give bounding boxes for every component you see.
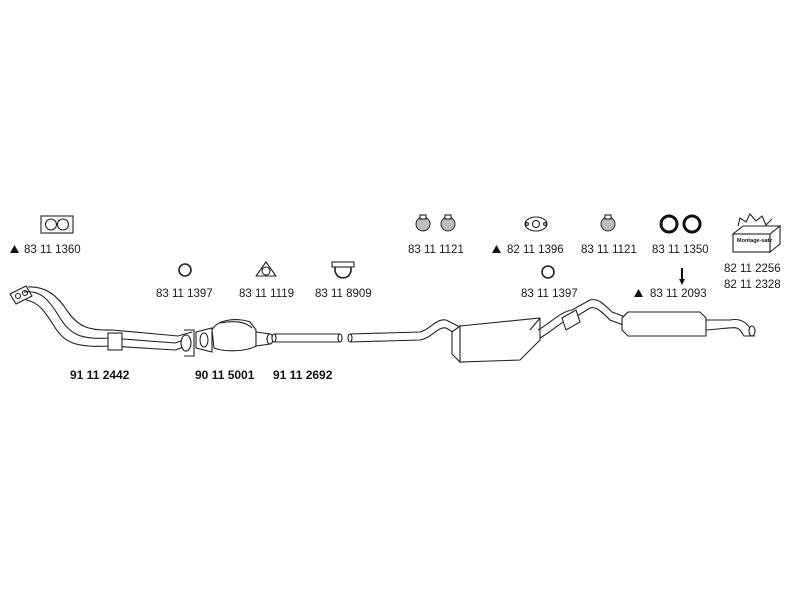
kit-part-number-1: 82 11 2256 bbox=[724, 263, 781, 275]
front-pipe bbox=[23, 286, 195, 357]
clamp-icon bbox=[331, 261, 355, 279]
part-number-label: 83 11 1121 bbox=[408, 244, 464, 256]
kit-part-number-2: 82 11 2328 bbox=[724, 279, 781, 291]
ring-icon bbox=[541, 265, 555, 279]
part-number-label: 83 11 8909 bbox=[315, 288, 372, 300]
part-number-label: 82 11 1396 bbox=[507, 244, 564, 256]
marker-triangle-icon bbox=[10, 245, 19, 253]
part-number-label: 83 11 1121 bbox=[581, 244, 637, 256]
triangle-gasket-icon bbox=[255, 261, 277, 277]
rubber-mount-pair-icon bbox=[600, 214, 616, 232]
center-muffler bbox=[451, 317, 541, 364]
catalyst bbox=[195, 319, 274, 353]
part-number-label: 83 11 2093 bbox=[650, 288, 707, 300]
part-number-label: 83 11 1397 bbox=[521, 288, 578, 300]
part-number-label: 83 11 1360 bbox=[24, 244, 81, 256]
rubber-mount-pair-icon bbox=[415, 214, 456, 232]
part-number-label: 91 11 2692 bbox=[273, 368, 333, 382]
mid-pipe bbox=[271, 333, 343, 343]
part-number-label: 91 11 2442 bbox=[70, 368, 130, 382]
ring-pair-icon bbox=[659, 214, 702, 234]
marker-triangle-icon bbox=[634, 289, 643, 297]
double-gasket-icon bbox=[40, 215, 74, 234]
marker-triangle-icon bbox=[492, 245, 501, 253]
part-number-label: 83 11 1350 bbox=[652, 244, 709, 256]
part-number-label: 83 11 1397 bbox=[156, 288, 213, 300]
part-number-label: 90 11 5001 bbox=[195, 368, 255, 382]
ring-icon bbox=[178, 263, 192, 277]
manifold-flange bbox=[9, 285, 33, 305]
mounting-kit-icon: Montage-satz bbox=[731, 213, 782, 254]
rear-pipe bbox=[537, 299, 629, 339]
rear-muffler bbox=[621, 311, 756, 337]
flange-gasket-icon bbox=[524, 216, 548, 232]
part-number-label: 83 11 1119 bbox=[239, 288, 294, 300]
intermediate-pipe bbox=[347, 319, 463, 343]
hanger-icon bbox=[679, 268, 685, 285]
kit-label: Montage-satz bbox=[737, 238, 772, 244]
